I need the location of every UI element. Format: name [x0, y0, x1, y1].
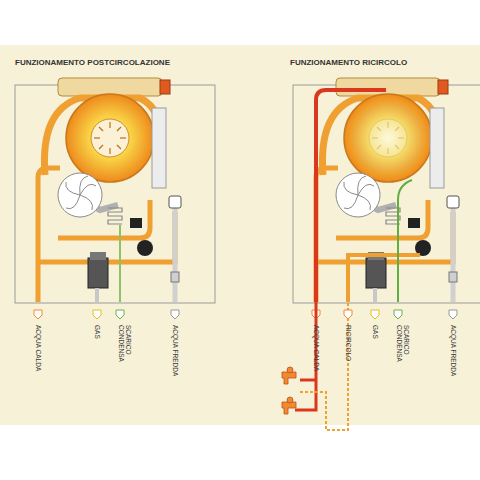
tap-fitting: [171, 272, 179, 282]
panel-heading: FUNZIONAMENTO RICIRCOLO: [290, 58, 407, 67]
condensate-green: [398, 180, 412, 302]
recirculation-overlay: [282, 90, 424, 430]
pump: [137, 240, 153, 256]
burner-spokes-part: [117, 127, 121, 131]
port-label: ACQUA CALDA: [313, 325, 320, 371]
recirc-return: [300, 302, 348, 430]
recirc-pipe: [348, 255, 420, 302]
boiler-casing: [15, 85, 215, 303]
exchanger-tint: [352, 102, 424, 174]
faucets-part: [287, 367, 293, 373]
gas-valve: [88, 258, 108, 288]
hot-supply-line: [295, 302, 316, 410]
condensate-trap: [108, 208, 122, 224]
port-label: RICIRCOLO: [345, 325, 352, 361]
recirc-arrows: [344, 310, 352, 319]
port-label: ACQUA CALDA: [35, 325, 42, 371]
panel-heading: FUNZIONAMENTO POSTCIRCOLAZIONE: [15, 58, 170, 67]
port-label: SCARICO CONDENSA: [117, 325, 132, 359]
fan-blades-part: [66, 182, 80, 195]
primary-pipe: [58, 200, 150, 238]
port-label: GAS: [372, 325, 379, 339]
faucets: [282, 367, 296, 414]
hot-branch: [300, 379, 316, 382]
port-label: ACQUA FREDDA: [172, 325, 179, 376]
fan-blades-part: [80, 176, 88, 195]
port-label: ACQUA FREDDA: [450, 325, 457, 376]
fan-blades-part: [80, 195, 93, 210]
faucets-part: [282, 372, 296, 384]
valve: [130, 218, 142, 228]
outlet-arrows-part: [34, 310, 42, 319]
fan-blades-part: [80, 184, 96, 195]
outlet-arrows-part: [116, 310, 124, 319]
burner-spokes-part: [99, 145, 103, 149]
burner-spokes-part: [109, 122, 110, 128]
burner-spokes-part: [99, 127, 103, 131]
boiler-unit-copy: [293, 78, 480, 319]
heat-exchanger: [66, 94, 154, 182]
boiler-unit: [15, 78, 215, 319]
burner: [91, 119, 129, 157]
port-label: SCARICO CONDENSA: [395, 325, 410, 359]
outlet-arrows: [34, 310, 179, 319]
fan-blades-part: [66, 195, 80, 209]
fan: [58, 173, 102, 217]
faucets-part: [287, 397, 293, 403]
faucets-part: [282, 402, 296, 414]
hot-water-pipe: [38, 168, 60, 302]
air-duct: [152, 108, 166, 188]
outlet-arrows-part: [93, 310, 101, 319]
hot-outlet-pipe: [316, 90, 386, 302]
cold-water-pipe: [173, 205, 178, 302]
gas-valve-top: [90, 252, 106, 260]
gas-pipe: [95, 288, 99, 302]
burner-spokes-part: [109, 148, 110, 154]
recirc-arrows-part: [344, 310, 352, 319]
condensate-line: [119, 225, 121, 302]
burner-spokes-part: [120, 137, 126, 138]
fan-blades: [66, 176, 96, 210]
burner-spokes-part: [94, 137, 100, 138]
port-label: GAS: [94, 325, 101, 339]
burner-spokes-part: [117, 145, 121, 149]
flue-outlet: [160, 80, 170, 94]
outlet-arrows-part: [171, 310, 179, 319]
burner-spokes: [94, 122, 126, 154]
cold-water-fitting: [169, 196, 181, 208]
